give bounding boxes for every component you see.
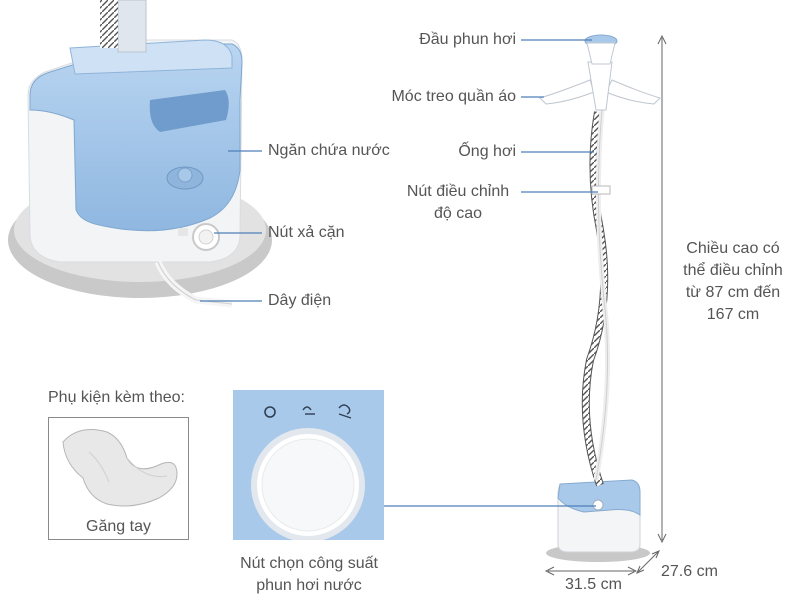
dimension-lines bbox=[544, 34, 667, 576]
power-dial bbox=[251, 404, 365, 542]
power-selector-panel bbox=[233, 390, 384, 542]
power-selector-label-2: phun hơi nước bbox=[256, 577, 362, 594]
depth-dimension: 27.6 cm bbox=[661, 563, 718, 580]
height-knob-label-2: độ cao bbox=[433, 205, 483, 222]
hanger-label: Móc treo quần áo bbox=[391, 88, 516, 105]
hose-label: Ống hơi bbox=[458, 143, 516, 160]
drain-knob-label: Nút xả cặn bbox=[268, 224, 345, 241]
height-range-label-2: thể điều chỉnh bbox=[683, 262, 783, 279]
glove-image bbox=[62, 429, 178, 507]
water-tank-label: Ngăn chứa nước bbox=[268, 142, 390, 159]
spray-head-label: Đầu phun hơi bbox=[419, 31, 516, 48]
power-cord-label: Dây điện bbox=[268, 292, 332, 309]
base-closeup bbox=[8, 0, 272, 308]
high-steam-icon bbox=[338, 404, 352, 419]
accessory-box: Găng tay bbox=[48, 417, 189, 540]
closeup-callouts bbox=[200, 150, 262, 302]
height-range-label-4: 167 cm bbox=[706, 306, 760, 323]
steamer-callouts bbox=[521, 39, 598, 193]
glove-label: Găng tay bbox=[86, 518, 151, 535]
accessories-label: Phụ kiện kèm theo: bbox=[48, 389, 185, 406]
height-range-label-3: từ 87 cm đến bbox=[685, 284, 781, 301]
height-range-label-1: Chiều cao có bbox=[686, 240, 780, 257]
power-selector-label-1: Nút chọn công suất bbox=[240, 555, 378, 572]
height-knob-label-1: Nút điều chỉnh bbox=[406, 183, 510, 200]
width-dimension: 31.5 cm bbox=[565, 576, 622, 593]
off-icon bbox=[264, 406, 276, 418]
full-steamer bbox=[539, 34, 661, 562]
low-steam-icon bbox=[302, 406, 315, 415]
